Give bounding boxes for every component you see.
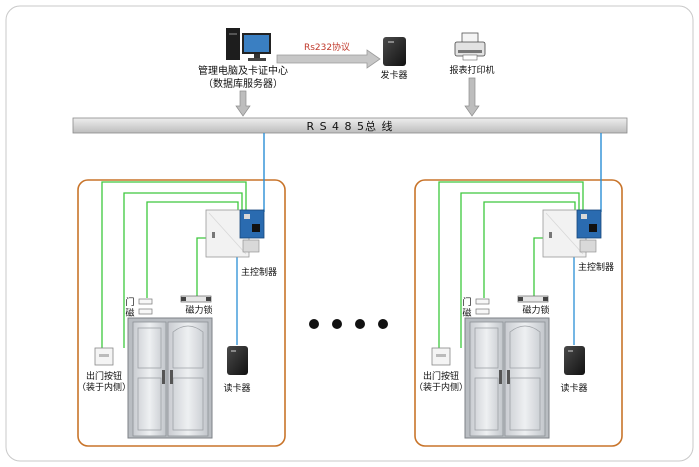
- printer-icon: [454, 32, 486, 61]
- unit-2-exit-button-label-2: （装于内侧）: [414, 381, 468, 393]
- unit-1-card-reader-icon: [227, 346, 248, 375]
- server-label-line2: （数据库服务器）: [203, 77, 283, 90]
- unit-1-door-icon: [127, 317, 213, 439]
- unit-1-lock-label: 磁力锁: [185, 304, 212, 316]
- server-label-line1: 管理电脑及卡证中心: [198, 64, 288, 77]
- unit-1-controller-label: 主控制器: [241, 266, 277, 278]
- unit-2-door-sensor-label-2: 磁: [462, 307, 471, 319]
- unit-1-magnetic-lock-icon: [180, 295, 212, 303]
- unit-1-exit-button-label-1: 出门按钮: [86, 370, 122, 382]
- unit-2-door-sensor-label-1: 门: [462, 296, 471, 308]
- more-units-ellipsis: [309, 319, 388, 329]
- unit-1-door-sensor-icon: [138, 298, 153, 315]
- unit-2-card-reader-icon: [564, 346, 585, 375]
- server-computer-icon: [226, 28, 271, 61]
- protocol-label: Rs232协议: [304, 41, 350, 53]
- unit-2-lock-label: 磁力锁: [522, 304, 549, 316]
- unit-2-door-icon: [464, 317, 550, 439]
- card-issuer-icon: [383, 37, 406, 66]
- unit-1-frame: [77, 179, 286, 447]
- unit-2-door-sensor-icon: [475, 298, 490, 315]
- bus-label: R S 4 8 5总 线: [306, 119, 393, 133]
- unit-2-exit-button-label-1: 出门按钮: [423, 370, 459, 382]
- rs485-bus: [72, 117, 628, 134]
- unit-2-controller-label: 主控制器: [578, 261, 614, 273]
- unit-2-frame: [414, 179, 623, 447]
- printer-down-arrow: [464, 77, 480, 117]
- unit-1-reader-label: 读卡器: [223, 382, 250, 394]
- unit-1-door-sensor-label-1: 门: [125, 296, 134, 308]
- door-unit-1: 主控制器 磁力锁 门 磁: [77, 133, 286, 447]
- door-unit-2: 主控制器 磁力锁 门 磁 出门按钮 （装于内侧）: [414, 133, 623, 447]
- unit-2-reader-label: 读卡器: [560, 382, 587, 394]
- unit-2-magnetic-lock-icon: [517, 295, 549, 303]
- card-issuer-label: 发卡器: [380, 69, 407, 81]
- unit-1-controller-icon: [205, 209, 265, 258]
- unit-1-exit-button-label-2: （装于内侧）: [77, 381, 131, 393]
- unit-2-exit-button-icon: [431, 347, 451, 366]
- server-down-arrow: [235, 90, 251, 117]
- unit-2-controller-icon: [542, 209, 602, 258]
- unit-1-door-sensor-label-2: 磁: [125, 307, 134, 319]
- rs232-arrow: [276, 49, 381, 69]
- unit-1-exit-button-icon: [94, 347, 114, 366]
- printer-label: 报表打印机: [449, 64, 494, 76]
